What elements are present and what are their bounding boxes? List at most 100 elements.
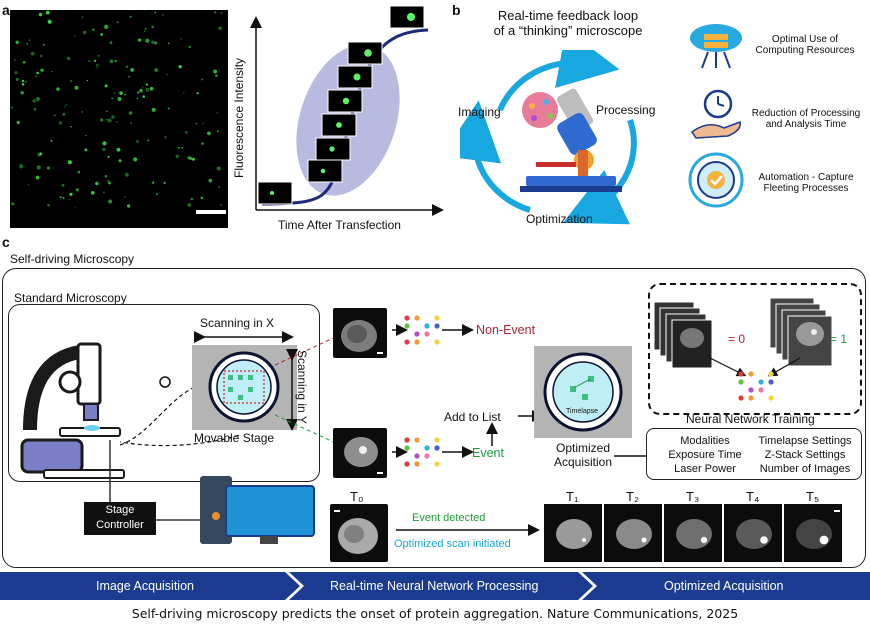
cell-dot [136, 140, 139, 143]
cell-dot [127, 204, 131, 208]
cell-dot [190, 197, 193, 201]
cell-dot [178, 146, 180, 149]
cell-dot [58, 121, 63, 125]
event-cell-image [333, 428, 387, 478]
cell-dot [21, 79, 25, 83]
cell-dot [162, 14, 164, 16]
cell-dot [65, 104, 67, 106]
thumbnail-cell [336, 122, 342, 128]
brain-node [424, 453, 430, 459]
t5-label: T₅ [806, 489, 820, 504]
cell-dot [106, 119, 108, 121]
brain-node [738, 395, 744, 401]
cell-dot [114, 59, 117, 63]
nn-training-label: Neural Network Training [686, 412, 815, 426]
setting-laser: Laser Power [674, 463, 736, 475]
brain-node [738, 379, 744, 385]
brain-node [404, 437, 410, 443]
cell-dot [39, 54, 43, 58]
cell-dot [118, 159, 122, 163]
cell-dot [104, 24, 109, 29]
cell-dot [106, 110, 108, 113]
cell-dot [88, 60, 91, 63]
timepoint-cell [616, 519, 652, 549]
cell-dot [137, 91, 140, 94]
cell-dot [130, 122, 132, 124]
movable-stage-label: Movable Stage [194, 431, 275, 445]
brain-node [414, 453, 420, 459]
brain-node [434, 315, 440, 321]
cell-dot [195, 122, 198, 125]
event-detected-arrow [396, 524, 540, 536]
panel-letter-b: b [452, 2, 461, 18]
cell-dot [100, 33, 104, 36]
band-optimized-acquisition: Optimized Acquisition [664, 579, 784, 593]
self-driving-box [2, 268, 866, 568]
cell-dot [218, 26, 223, 31]
cell-dot [97, 54, 100, 57]
figure-caption: Self-driving microscopy predicts the ons… [131, 606, 739, 621]
cell-dot [103, 191, 105, 194]
t0-cell-image [330, 504, 388, 562]
brain-node [404, 339, 410, 345]
cell-dot [129, 15, 132, 18]
thumbnail-cell [406, 12, 416, 22]
cell-dot [184, 130, 188, 134]
cell-dot [220, 203, 223, 206]
stage-controller-box: Stage Controller [84, 502, 156, 535]
cell-dot [95, 63, 99, 67]
microscope-brain-icon [520, 88, 622, 192]
cell-dot [28, 39, 31, 41]
cell-dot [95, 181, 99, 186]
standard-microscopy-label: Standard Microscopy [14, 291, 127, 305]
timepoint-cell [556, 519, 592, 549]
benefit-1: Optimal Use of Computing Resources [755, 34, 855, 56]
cell-dot [22, 60, 26, 64]
brain-node [748, 395, 754, 401]
cell-dot [124, 93, 126, 96]
standard-microscopy-box [8, 304, 320, 482]
cell-dot [92, 28, 95, 32]
cell-dot [107, 155, 110, 158]
cell-dot [216, 130, 219, 133]
thumbnail-cell [342, 97, 350, 105]
cell-dot [74, 207, 76, 209]
cell-dot [201, 142, 204, 145]
loop-title: Real-time feedback loop of a “thinking” … [493, 8, 643, 38]
band-nn-processing: Real-time Neural Network Processing [330, 579, 539, 593]
panel-letter-a: a [2, 2, 10, 18]
cell-dot [109, 59, 114, 64]
cell-dot [91, 191, 95, 195]
clock-hand-icon [690, 89, 741, 139]
cell-dot [74, 85, 79, 90]
cell-dot [51, 71, 53, 73]
cell-dot [81, 111, 83, 113]
panel-letter-c: c [2, 234, 10, 250]
cell-dot [21, 83, 25, 86]
cell-dot [119, 91, 123, 95]
cell-dot [137, 38, 142, 42]
t1-label: T₁ [566, 489, 579, 504]
loop-label-imaging: Imaging [458, 105, 501, 119]
brain-node [434, 437, 440, 443]
cell-dot [35, 75, 37, 78]
scanning-y-label: Scanning in Y [295, 350, 309, 424]
cell-dot [68, 198, 70, 201]
brain-node [748, 387, 754, 393]
cell-dot [113, 92, 115, 94]
setting-number-images: Number of Images [759, 463, 851, 475]
cell-dot [104, 84, 108, 88]
cell-dots [10, 10, 226, 214]
cell-dot [107, 180, 110, 183]
cell-dot [220, 12, 223, 14]
cell-dot [207, 131, 211, 136]
cell-dot [19, 164, 24, 169]
cell-dot [67, 160, 72, 165]
cell-dot [213, 69, 218, 74]
cell-dot [130, 68, 135, 72]
cell-dot [216, 112, 218, 114]
cell-dot [141, 86, 144, 89]
cell-dot [163, 181, 166, 185]
cell-dot [10, 106, 14, 109]
setting-exposure: Exposure Time [668, 449, 742, 461]
